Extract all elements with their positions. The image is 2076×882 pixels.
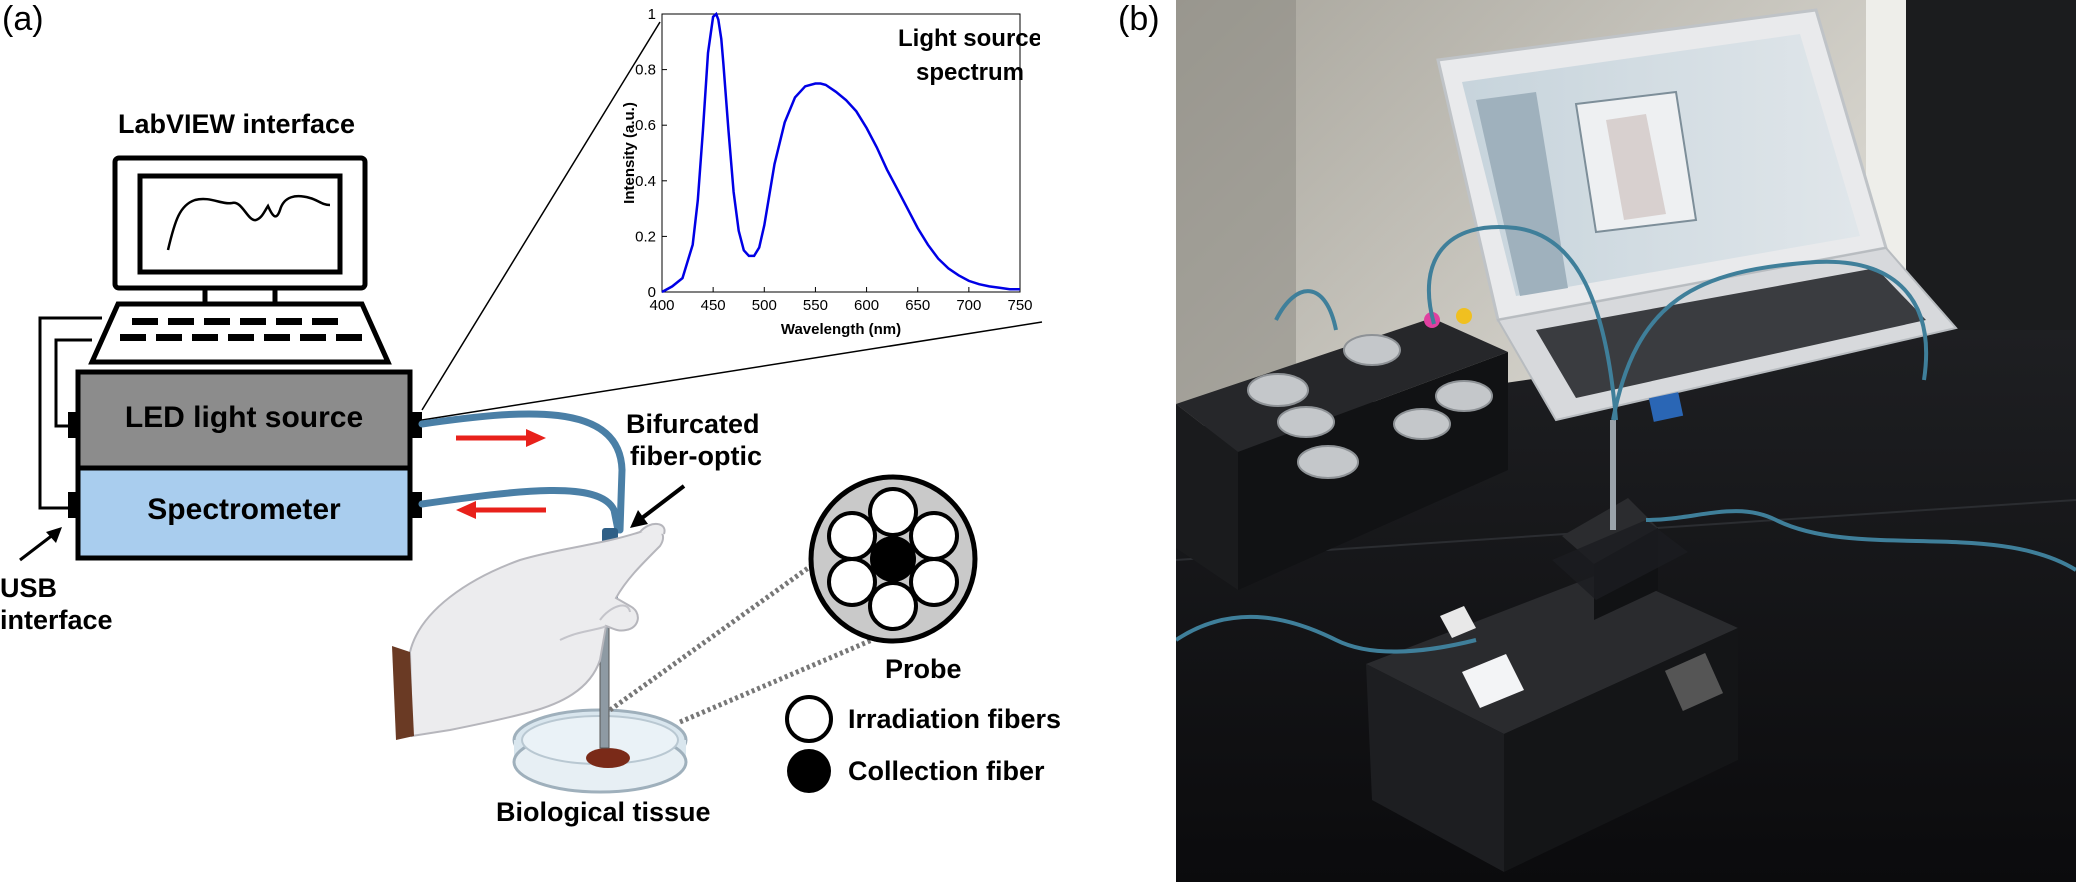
x-tick-label: 500 (752, 297, 777, 314)
irradiation-label: Irradiation fibers (848, 704, 1062, 734)
y-tick-label: 0 (648, 284, 656, 301)
collection-legend-icon (787, 749, 831, 793)
fiber-optic-cables (418, 410, 626, 534)
labview-label: LabVIEW interface (118, 109, 356, 139)
bifurcated-label-line1: Bifurcated (626, 409, 760, 439)
usb-arrow (19, 527, 62, 562)
irradiation-legend-icon (785, 695, 833, 743)
x-tick-label: 650 (905, 297, 930, 314)
panel-label-a: (a) (2, 0, 44, 38)
photo-fibers (1176, 225, 2076, 654)
usb-label-line1: USB (0, 573, 58, 603)
led-label: LED light source (124, 401, 364, 434)
x-tick-label: 600 (854, 297, 879, 314)
usb-label-line2: interface (0, 605, 113, 635)
spectrometer-box (75, 465, 413, 561)
chart-title-line1: Light source (898, 25, 1040, 52)
y-tick-label: 0.2 (635, 228, 656, 245)
probe-label: Probe (885, 654, 962, 684)
probe-cross-section (808, 474, 978, 644)
chart-xlabel: Wavelength (nm) (781, 321, 901, 338)
y-tick-label: 0.4 (635, 173, 656, 190)
gloved-hand (392, 523, 666, 740)
usb-cables (38, 316, 102, 510)
bifurcated-arrow (630, 484, 686, 528)
plot-frame (661, 13, 1021, 293)
computer-monitor (112, 155, 368, 307)
bifurcated-label-line2: fiber-optic (630, 441, 762, 471)
y-tick-label: 0.8 (635, 62, 656, 79)
spectrometer-label: Spectrometer (147, 493, 341, 526)
collection-label: Collection fiber (848, 756, 1045, 786)
tissue-label: Biological tissue (496, 797, 711, 827)
lab-setup-photo (1176, 0, 2076, 882)
x-tick-label: 700 (956, 297, 981, 314)
spectrometer-device (1366, 570, 1738, 872)
spectrum-chart: 400 450 500 550 600 650 700 750 0 0.2 0.4 0.6 0.8 1 L… (621, 6, 1040, 338)
probe-holder (1552, 420, 1688, 620)
chart-ylabel: Intensity (a.u.) (621, 102, 638, 204)
petri-dish (512, 708, 688, 794)
keyboard (88, 301, 392, 365)
x-tick-label: 550 (803, 297, 828, 314)
panel-label-b: (b) (1118, 0, 1160, 38)
chart-title-line2: spectrum (916, 59, 1024, 86)
y-tick-label: 1 (648, 6, 656, 23)
red-arrows (456, 429, 546, 519)
spectrum-series-line (661, 11, 1020, 294)
panel-a-drawing (19, 21, 1043, 794)
x-tick-label: 750 (1007, 297, 1032, 314)
monitor-curve (166, 194, 331, 251)
led-source-device (1176, 308, 1508, 590)
x-tick-label: 450 (701, 297, 726, 314)
x-tick-label: 400 (649, 297, 674, 314)
y-tick-label: 0.6 (635, 117, 656, 134)
